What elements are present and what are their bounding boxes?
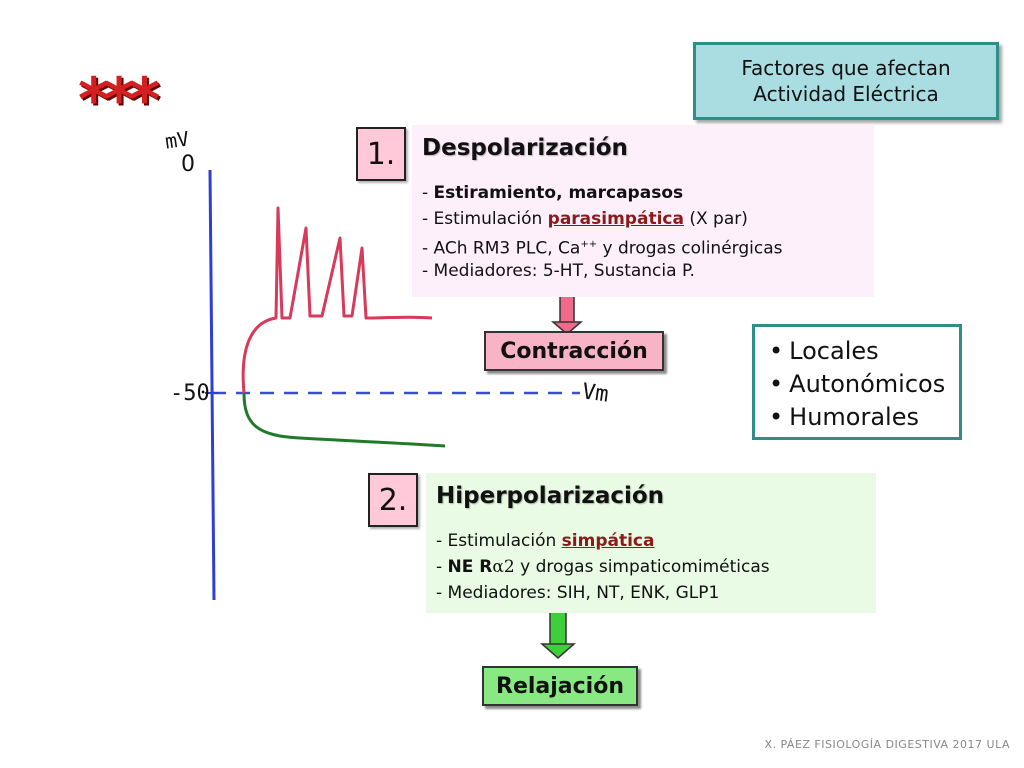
number-badge-2: 2. [368, 473, 418, 527]
number-badge-1: 1. [356, 127, 406, 181]
minus50-label: -50 [170, 381, 210, 406]
depolarization-trace [241, 206, 433, 394]
title-line-2: Actividad Eléctrica [753, 82, 939, 106]
footer-credit: X. PÁEZ FISIOLOGÍA DIGESTIVA 2017 ULA [764, 738, 1010, 751]
depol-line-1: - Estiramiento, marcapasos [422, 183, 684, 203]
hyperpolarization-trace [242, 392, 446, 448]
vm-label: Vm [580, 379, 611, 408]
depol-line-2: - Estimulación parasimpática (X par) [422, 209, 748, 229]
arrow-down-contraction-icon [550, 289, 584, 335]
hyper-line-2: - NE Rα2 y drogas simpaticomiméticas [436, 557, 770, 577]
title-line-1: Factores que afectan [741, 56, 951, 80]
hyperpolarization-panel: Hiperpolarización - Estimulación simpáti… [426, 473, 876, 613]
hyper-line-1: - Estimulación simpática [436, 531, 655, 551]
factor-item-humorales: •Humorales [769, 403, 919, 431]
depolarization-panel: Despolarización - Estiramiento, marcapas… [412, 125, 874, 297]
hyper-line-3: - Mediadores: SIH, NT, ENK, GLP1 [436, 583, 720, 603]
arrow-down-relaxation-icon [540, 611, 576, 659]
factors-box: •Locales •Autonómicos •Humorales [752, 324, 962, 440]
stars-icon: *** [78, 65, 160, 135]
depolarization-title: Despolarización [422, 135, 628, 161]
factor-item-autonomicos: •Autonómicos [769, 370, 946, 398]
y-axis [208, 169, 216, 601]
depol-line-3: - ACh RM3 PLC, Ca++ y drogas colinérgica… [422, 238, 783, 259]
title-box: Factores que afectan Actividad Eléctrica [693, 42, 999, 120]
contraction-label: Contracción [484, 331, 664, 371]
relaxation-label: Relajación [482, 666, 638, 706]
hyperpolarization-title: Hiperpolarización [436, 483, 665, 509]
depol-line-4: - Mediadores: 5-HT, Sustancia P. [422, 261, 695, 281]
y-unit-label: mV [163, 126, 191, 154]
zero-label: 0 [181, 152, 195, 177]
factor-item-locales: •Locales [769, 337, 879, 365]
